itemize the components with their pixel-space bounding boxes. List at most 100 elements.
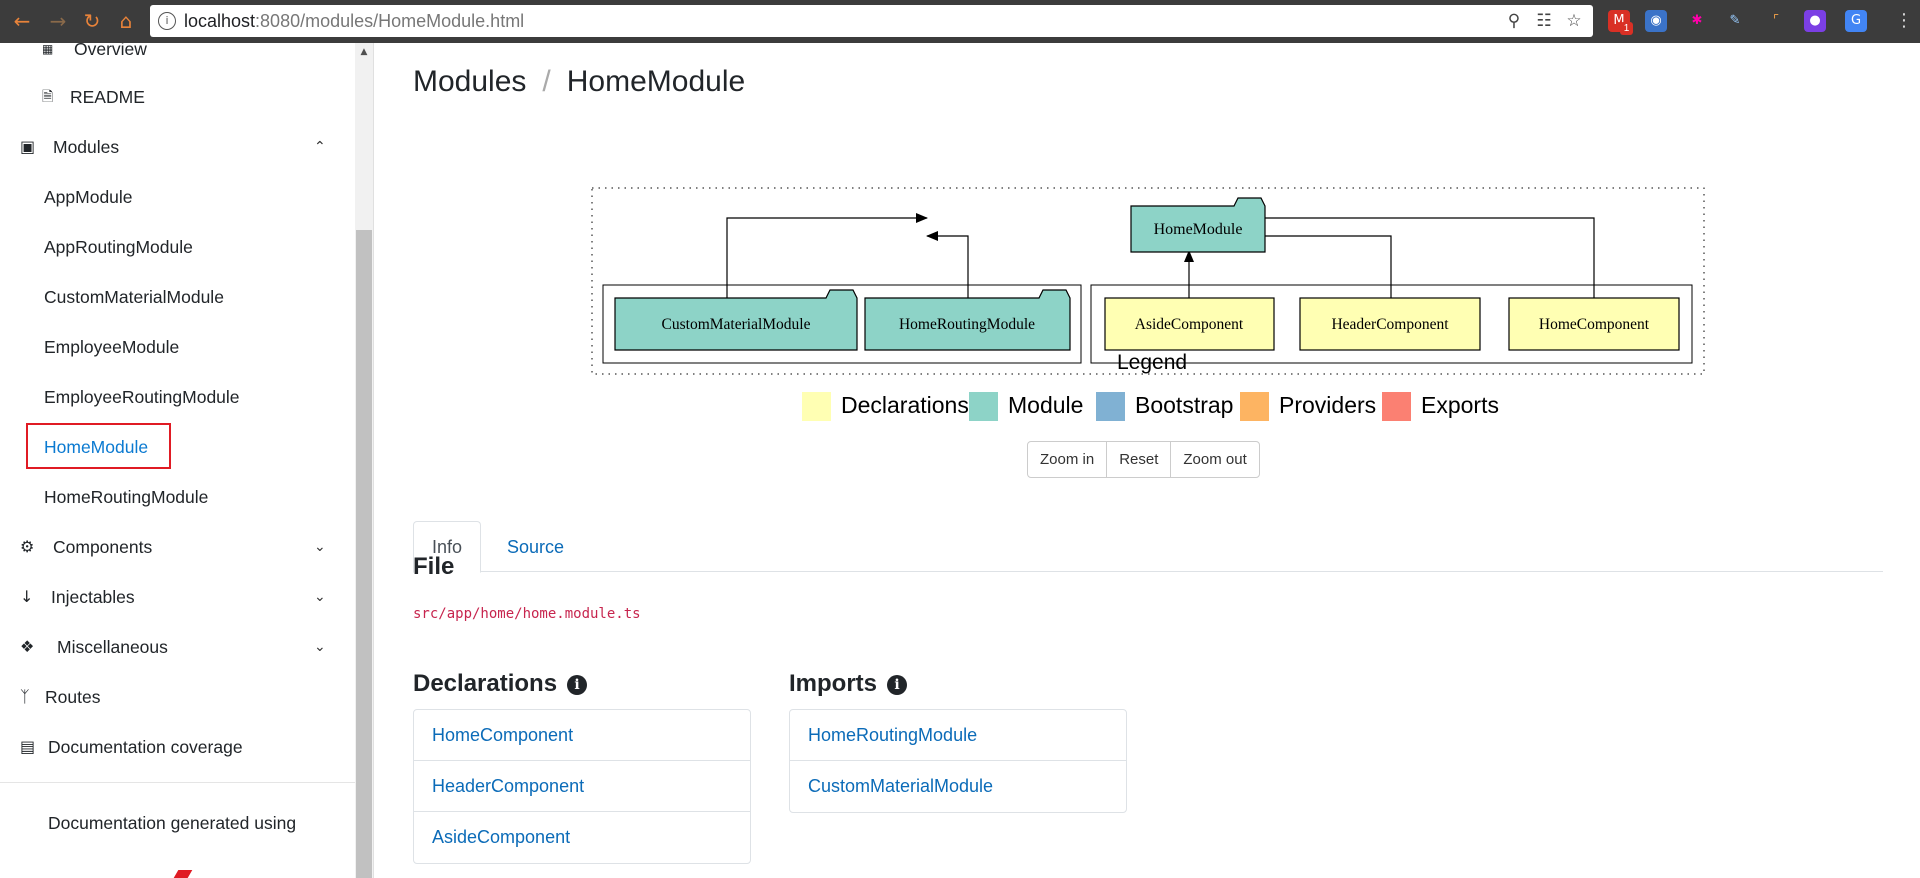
zoom-out-button[interactable]: Zoom out xyxy=(1183,451,1247,468)
pinwheel-extension-icon[interactable]: ✱ xyxy=(1691,13,1703,28)
edge-header-to-home xyxy=(1243,231,1392,298)
translate-extension-icon[interactable]: G xyxy=(1845,10,1867,32)
node-custommaterialmodule[interactable] xyxy=(614,289,858,351)
cogs-icon: ⚙ xyxy=(20,537,35,556)
sidebar-item-overview[interactable]: ▦ Overview xyxy=(0,43,355,67)
tab-source[interactable]: Source xyxy=(507,537,565,557)
coverage-icon: ▤ xyxy=(20,737,36,756)
legend-swatch xyxy=(1240,392,1269,422)
sidebar-item-components[interactable]: ⚙ Components ⌄ xyxy=(0,529,355,565)
edge-homerouting-to-home xyxy=(926,231,969,298)
sidebar-scrollbar[interactable]: ▲ xyxy=(355,43,374,878)
globe-extension-icon[interactable]: ◉ xyxy=(1645,10,1667,32)
tab-bar-underline xyxy=(413,571,1883,572)
node-asidecomponent[interactable] xyxy=(1104,297,1275,351)
imports-list: HomeRoutingModule CustomMaterialModule xyxy=(789,709,1127,813)
list-item[interactable]: CustomMaterialModule xyxy=(808,776,994,796)
url-text[interactable]: localhost:8080/modules/HomeModule.html xyxy=(184,11,525,31)
breadcrumb-current: HomeModule xyxy=(566,65,746,98)
file-icon: 🗎 xyxy=(42,89,54,105)
chevron-down-icon: ⌄ xyxy=(314,589,326,605)
browser-toolbar: ← → ↻ ⌂ i localhost:8080/modules/HomeMod… xyxy=(0,0,1920,43)
bookmark-star-icon[interactable]: ☆ xyxy=(1566,11,1582,31)
zoom-magnifier-icon[interactable]: ⚲ xyxy=(1507,11,1521,31)
browser-menu-icon[interactable]: ⋮ xyxy=(1895,10,1913,31)
sidebar-item-injectables[interactable]: ↓ Injectables ⌄ xyxy=(0,579,355,615)
info-icon[interactable]: i xyxy=(567,675,588,695)
node-headercomponent[interactable] xyxy=(1299,297,1481,351)
list-item[interactable]: HomeRoutingModule xyxy=(790,710,1126,761)
scrollbar-thumb[interactable] xyxy=(356,230,372,878)
node-homeroutingmodule[interactable] xyxy=(864,289,1071,351)
file-heading: File xyxy=(413,553,455,580)
node-homeroutingmodule-label: HomeRoutingModule xyxy=(899,316,1035,333)
legend-swatch xyxy=(1096,392,1125,422)
node-homemodule[interactable] xyxy=(1130,197,1266,253)
node-asidecomponent-label: AsideComponent xyxy=(1135,316,1244,333)
legend-item-bootstrap: Bootstrap xyxy=(1096,390,1233,422)
list-item[interactable]: AsideComponent xyxy=(432,827,571,847)
file-path: src/app/home/home.module.ts xyxy=(413,606,641,622)
site-info-icon[interactable]: i xyxy=(158,12,176,30)
fork-icon: ᛉ xyxy=(20,687,30,706)
arrow-down-icon: ↓ xyxy=(20,587,34,606)
sidebar: ▦ Overview 🗎 README ▣ Modules ⌃ AppModul… xyxy=(0,43,355,878)
zoom-in-button[interactable]: Zoom in xyxy=(1028,442,1108,477)
reload-icon[interactable]: ↻ xyxy=(83,9,101,33)
translate-icon[interactable]: ☷ xyxy=(1536,11,1552,31)
list-item[interactable]: HomeComponent xyxy=(414,710,750,761)
legend-swatch xyxy=(969,392,998,422)
forward-arrow-icon[interactable]: → xyxy=(49,9,67,33)
tab-bar: Info Source xyxy=(413,479,1883,573)
cubes-icon: ❖ xyxy=(20,637,35,656)
edge-custommaterial-to-home xyxy=(726,213,928,298)
node-homemodule-label: HomeModule xyxy=(1154,221,1243,238)
back-arrow-icon[interactable]: ← xyxy=(13,9,31,33)
legend-swatch xyxy=(802,392,831,422)
pen-extension-icon[interactable]: ✎ xyxy=(1729,13,1741,28)
node-custommaterialmodule-label: CustomMaterialModule xyxy=(662,316,811,333)
tab-info[interactable]: Info xyxy=(413,521,482,573)
sidebar-item-employeemodule[interactable]: EmployeeModule xyxy=(44,337,180,357)
reset-button[interactable]: Reset xyxy=(1107,442,1172,477)
module-dependency-graph[interactable]: HomeModule CustomMaterialModule HomeRout… xyxy=(591,143,1711,383)
sidebar-item-readme[interactable]: 🗎 README xyxy=(0,79,355,115)
imports-cluster xyxy=(602,284,1082,364)
sidebar-item-homemodule[interactable]: HomeModule xyxy=(44,437,149,457)
main-content: Modules/HomeModule HomeModule CustomMate… xyxy=(373,43,1920,878)
sidebar-item-documentation-coverage[interactable]: ▤ Documentation coverage xyxy=(0,729,355,765)
sidebar-item-appmodule[interactable]: AppModule xyxy=(44,187,133,207)
sidebar-item-homeroutingmodule[interactable]: HomeRoutingModule xyxy=(44,487,209,507)
chevron-up-icon: ⌃ xyxy=(314,139,326,155)
color-extension-icon[interactable]: ● xyxy=(1804,10,1826,32)
sidebar-item-miscellaneous[interactable]: ❖ Miscellaneous ⌄ xyxy=(0,629,355,665)
sidebar-item-approutingmodule[interactable]: AppRoutingModule xyxy=(44,237,193,257)
sidebar-footer-text: Documentation generated using xyxy=(48,813,297,833)
chevron-down-icon: ⌄ xyxy=(314,539,326,555)
address-bar[interactable]: i localhost:8080/modules/HomeModule.html… xyxy=(150,5,1593,37)
legend-item-declarations: Declarations xyxy=(802,390,969,422)
sidebar-item-modules[interactable]: ▣ Modules ⌃ xyxy=(0,129,355,165)
breadcrumb-parent[interactable]: Modules xyxy=(413,65,527,98)
sidebar-item-custommaterialmodule[interactable]: CustomMaterialModule xyxy=(44,287,224,307)
legend-item-exports: Exports xyxy=(1382,390,1499,422)
edge-homecomponent-to-home xyxy=(1243,213,1595,298)
chevron-down-icon: ⌄ xyxy=(314,639,326,655)
node-homecomponent[interactable] xyxy=(1508,297,1680,351)
legend-swatch xyxy=(1382,392,1411,422)
sidebar-item-employeeroutingmodule[interactable]: EmployeeRoutingModule xyxy=(44,387,240,407)
grid-icon: ▦ xyxy=(42,43,54,56)
node-headercomponent-label: HeaderComponent xyxy=(1331,316,1449,333)
declarations-list: HomeComponent HeaderComponent AsideCompo… xyxy=(413,709,751,864)
info-icon[interactable]: i xyxy=(887,675,908,695)
zoom-button-group: Zoom in Reset Zoom out xyxy=(1027,441,1260,478)
node-homecomponent-label: HomeComponent xyxy=(1539,316,1650,333)
scroll-up-arrow-icon[interactable]: ▲ xyxy=(360,47,368,57)
sidebar-item-routes[interactable]: ᛉ Routes xyxy=(0,679,355,715)
git-extension-icon[interactable]: ⌜ xyxy=(1772,13,1780,28)
home-icon[interactable]: ⌂ xyxy=(119,9,133,33)
graph-outer-cluster xyxy=(591,187,1705,375)
list-item[interactable]: HeaderComponent xyxy=(414,761,750,812)
